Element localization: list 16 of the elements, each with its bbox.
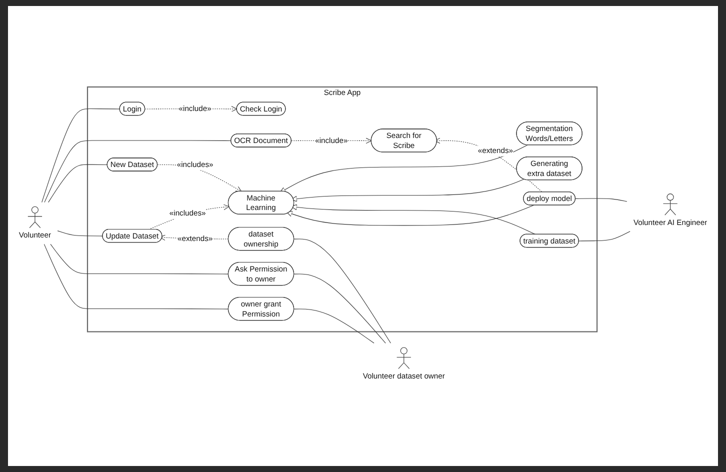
connector xyxy=(578,231,630,242)
arrow xyxy=(148,204,230,230)
connector xyxy=(42,108,120,203)
arrow xyxy=(280,144,528,193)
arrow xyxy=(291,178,524,202)
connector xyxy=(48,164,108,203)
connector xyxy=(575,198,628,202)
connector xyxy=(57,230,103,236)
arrow xyxy=(290,204,536,235)
connector xyxy=(294,274,386,344)
connector xyxy=(50,244,229,274)
connector xyxy=(44,244,229,310)
connector xyxy=(44,140,232,203)
arrow xyxy=(286,205,534,226)
connector xyxy=(294,238,391,344)
connector xyxy=(294,308,374,344)
